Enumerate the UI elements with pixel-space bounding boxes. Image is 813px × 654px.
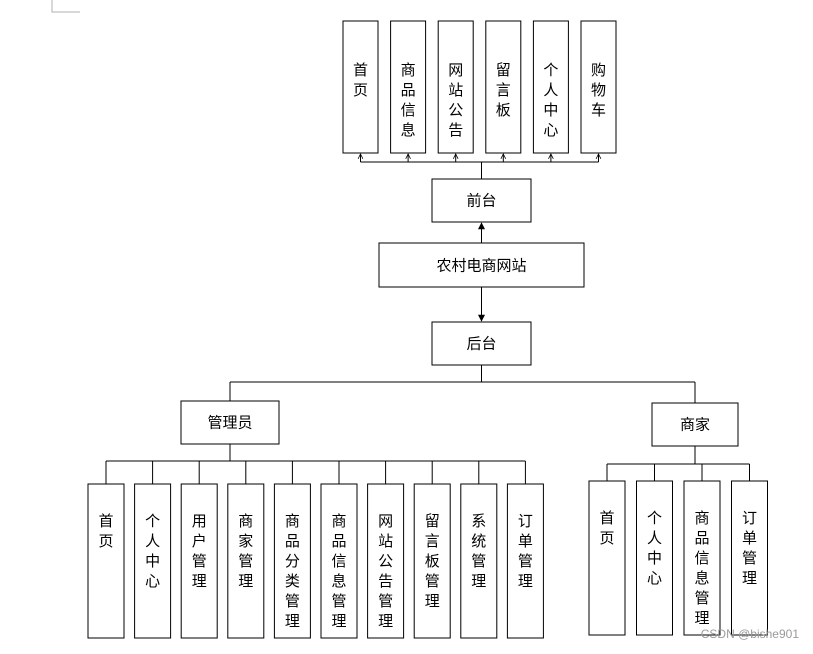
admin-module-6: 网站公告管理 [367, 483, 405, 639]
admin-module-7: 留言板管理 [413, 483, 451, 639]
admin-module-label: 首页 [98, 512, 113, 550]
connector-lines [105, 154, 750, 484]
admin-module-label: 留言板管理 [425, 512, 440, 610]
frontend-module-0: 首页 [342, 20, 379, 154]
frontend-label: 前台 [466, 192, 496, 210]
frontend-node: 前台 [431, 178, 532, 223]
merchant-module-label: 商品信息管理 [694, 509, 709, 627]
admin-module-4: 商品分类管理 [273, 483, 311, 639]
frontend-module-label: 购物车 [591, 61, 606, 119]
admin-label: 管理员 [207, 414, 252, 432]
root-label: 农村电商网站 [436, 257, 526, 275]
corner-crop-mark [51, 0, 80, 13]
admin-module-label: 系统管理 [471, 512, 486, 590]
merchant-module-label: 个人中心 [647, 509, 662, 587]
frontend-module-5: 购物车 [580, 20, 617, 154]
merchant-module-0: 首页 [588, 480, 626, 636]
backend-node: 后台 [431, 321, 532, 366]
frontend-module-3: 留言板 [485, 20, 522, 154]
frontend-module-2: 网站公告 [437, 20, 474, 154]
frontend-module-label: 网站公告 [448, 61, 463, 139]
merchant-node: 商家 [651, 402, 739, 447]
admin-module-2: 用户管理 [180, 483, 218, 639]
admin-modules: 首页 个人中心 用户管理 商家管理 商品分类管理 商品信息管理 网站公告管理 留言板管理 系统管… [87, 483, 544, 639]
admin-module-label: 商品分类管理 [285, 512, 300, 630]
frontend-modules: 首页 商品信息 网站公告 留言板 个人中心 购物车 [342, 20, 617, 154]
frontend-module-label: 首页 [353, 61, 368, 99]
admin-module-label: 个人中心 [145, 512, 160, 590]
merchant-modules: 首页 个人中心 商品信息管理 订单管理 [588, 480, 768, 636]
frontend-module-label: 个人中心 [543, 61, 558, 139]
merchant-module-3: 订单管理 [731, 480, 768, 636]
frontend-module-1: 商品信息 [390, 20, 427, 154]
merchant-module-1: 个人中心 [636, 480, 673, 636]
frontend-module-4: 个人中心 [532, 20, 569, 154]
merchant-module-label: 首页 [599, 509, 614, 547]
admin-module-label: 商家管理 [238, 512, 253, 590]
frontend-module-label: 留言板 [496, 61, 511, 119]
admin-node: 管理员 [180, 400, 280, 445]
admin-module-9: 订单管理 [506, 483, 544, 639]
backend-label: 后台 [466, 335, 496, 353]
frontend-module-label: 商品信息 [401, 61, 416, 139]
admin-module-1: 个人中心 [134, 483, 172, 639]
admin-module-3: 商家管理 [227, 483, 265, 639]
admin-module-label: 用户管理 [192, 512, 207, 590]
admin-module-label: 商品信息管理 [331, 512, 346, 630]
merchant-module-label: 订单管理 [742, 509, 757, 587]
admin-module-label: 网站公告管理 [378, 512, 393, 630]
admin-module-8: 系统管理 [460, 483, 498, 639]
merchant-label: 商家 [680, 416, 710, 434]
root-node: 农村电商网站 [378, 242, 585, 288]
admin-module-label: 订单管理 [518, 512, 533, 590]
admin-module-5: 商品信息管理 [320, 483, 358, 639]
merchant-module-2: 商品信息管理 [683, 480, 721, 636]
admin-module-0: 首页 [87, 483, 125, 639]
watermark: CSDN @bishe901 [700, 627, 799, 641]
